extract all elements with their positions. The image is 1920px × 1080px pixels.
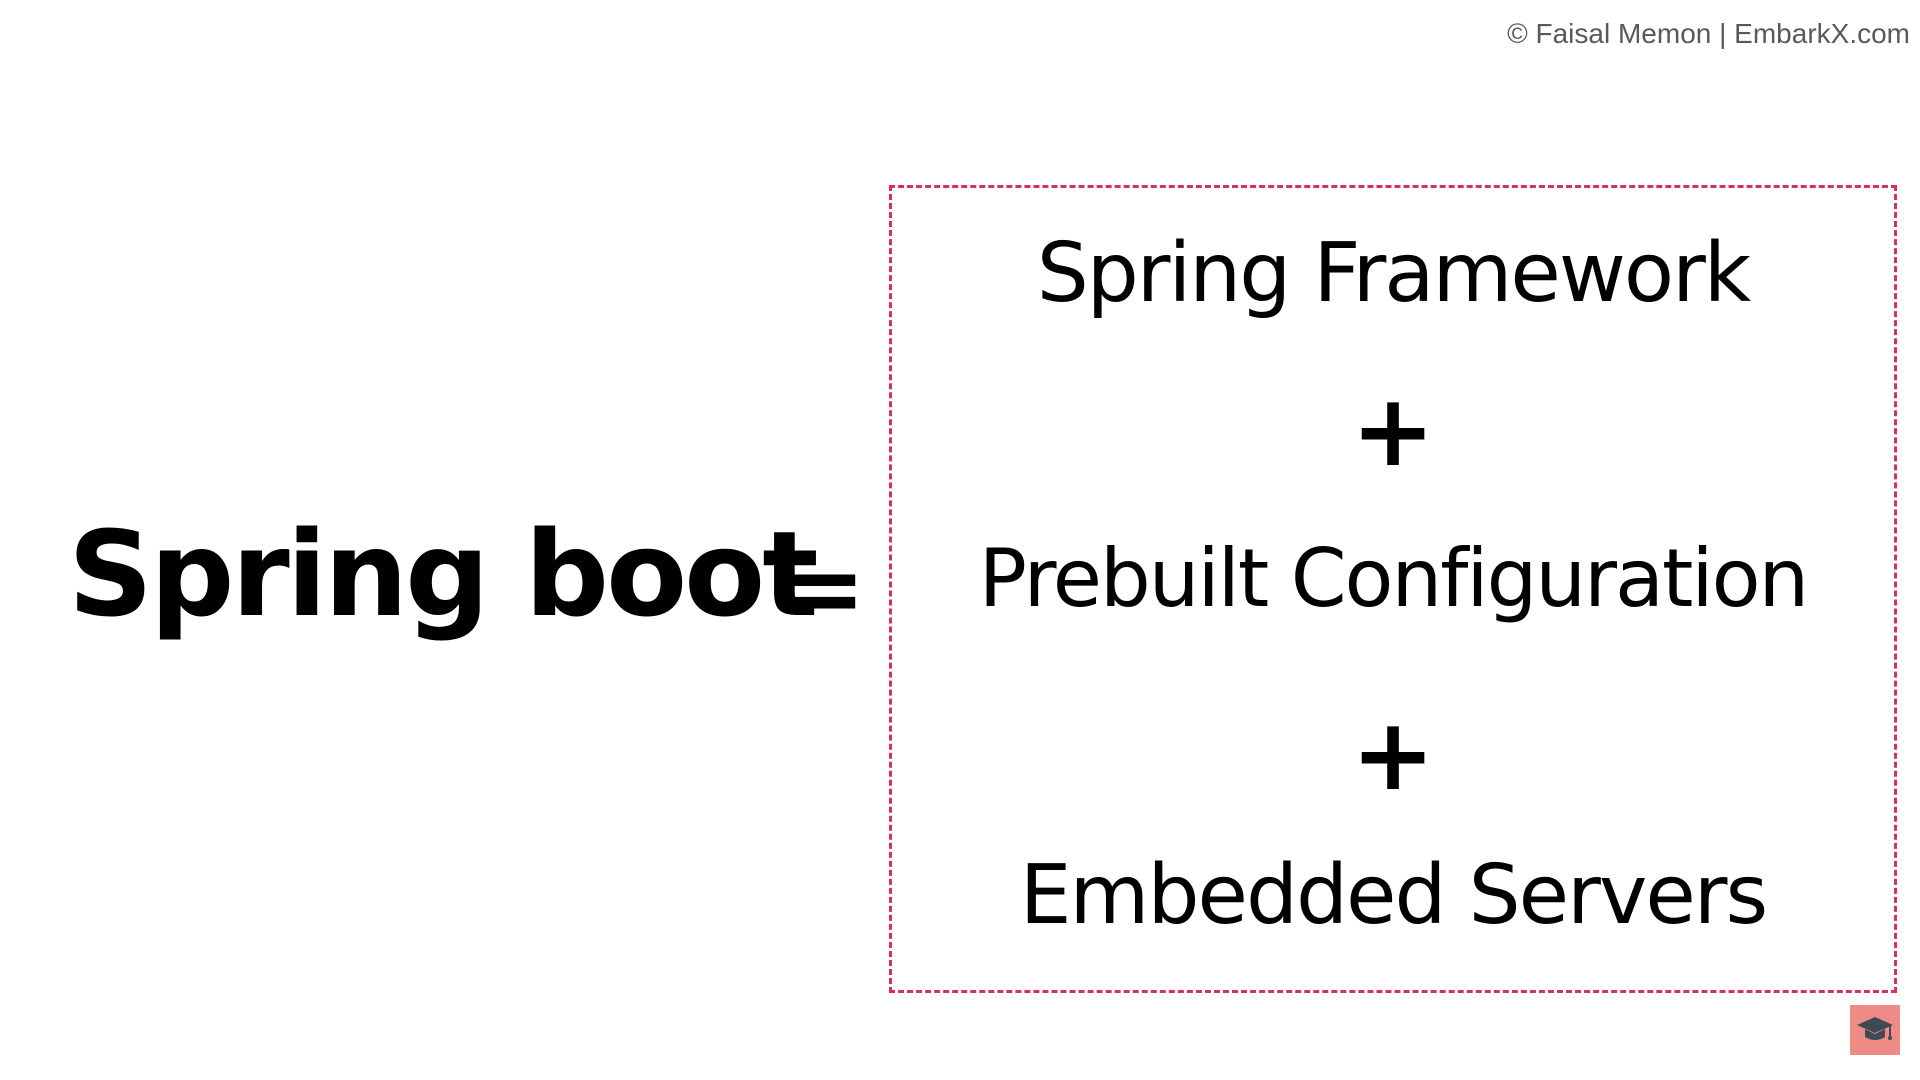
equation-lhs: Spring boot (68, 505, 819, 643)
term-spring-framework: Spring Framework (1036, 226, 1752, 321)
graduation-cap-svg (1857, 1017, 1893, 1040)
equals-sign: = (782, 530, 866, 647)
copyright-text: © Faisal Memon | EmbarkX.com (1507, 18, 1910, 49)
graduation-cap-icon (1850, 1005, 1900, 1055)
components-box: Spring Framework + Prebuilt Configuratio… (889, 185, 1897, 993)
plus-sign-1: + (1351, 372, 1435, 489)
term-prebuilt-configuration: Prebuilt Configuration (978, 532, 1809, 625)
plus-sign-2: + (1351, 696, 1435, 813)
term-embedded-servers: Embedded Servers (1019, 848, 1768, 943)
